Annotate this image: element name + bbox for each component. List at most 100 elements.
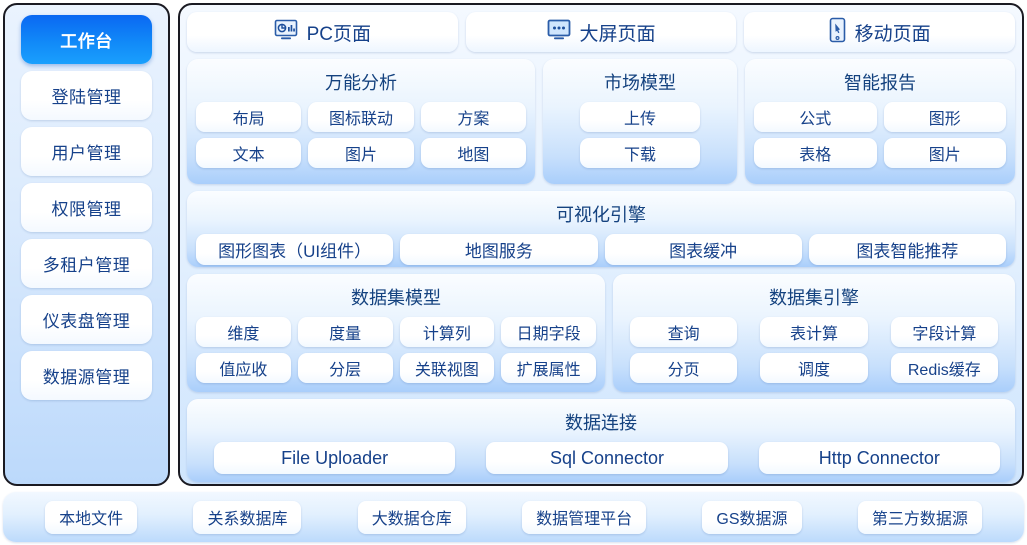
panel-items-row: 布局 图标联动 方案 xyxy=(196,102,526,132)
tab-label: PC页面 xyxy=(306,23,372,45)
panel-items-row: 图形图表（UI组件） 地图服务 图表缓冲 图表智能推荐 xyxy=(196,234,1006,265)
item-sql-connector[interactable]: Sql Connector xyxy=(486,442,728,474)
panel-title: 市场模型 xyxy=(604,73,676,93)
sidebar-item-label: 多租户管理 xyxy=(42,256,131,275)
item-map[interactable]: 地图 xyxy=(420,138,526,168)
panel-items: 布局 图标联动 方案 文本 图片 地图 xyxy=(196,102,526,168)
sidebar-item-datasource-management[interactable]: 数据源管理 xyxy=(21,351,152,400)
panel-items-row: 维度 度量 计算列 日期字段 xyxy=(196,317,596,347)
item-scheme[interactable]: 方案 xyxy=(420,102,526,132)
datasource-local-file[interactable]: 本地文件 xyxy=(45,500,138,534)
panel-items: File Uploader Sql Connector Http Connect… xyxy=(196,442,1006,474)
panel-market-model: 市场模型 上传 下载 xyxy=(543,59,737,184)
panel-items-row: 下载 xyxy=(552,138,728,168)
sidebar-item-label: 登陆管理 xyxy=(51,88,122,107)
panel-title: 可视化引擎 xyxy=(556,205,646,225)
dataset-row: 数据集模型 维度 度量 计算列 日期字段 值应收 分层 关联视图 扩展属性 xyxy=(187,274,1015,392)
item-extended-attribute[interactable]: 扩展属性 xyxy=(501,353,596,383)
sidebar-item-dashboard-management[interactable]: 仪表盘管理 xyxy=(21,295,152,344)
panel-items: 上传 下载 xyxy=(552,102,728,168)
panel-items-row: 查询 表计算 字段计算 xyxy=(622,317,1006,347)
large-screen-icon xyxy=(547,19,571,46)
datasource-bottom-bar: 本地文件 关系数据库 大数据仓库 数据管理平台 GS数据源 第三方数据源 xyxy=(3,492,1024,542)
datasource-data-management-platform[interactable]: 数据管理平台 xyxy=(522,500,647,534)
sidebar-item-label: 权限管理 xyxy=(51,200,122,219)
item-measure[interactable]: 度量 xyxy=(297,317,393,347)
item-chart-smart-recommendation[interactable]: 图表智能推荐 xyxy=(808,234,1006,265)
tab-label: 移动页面 xyxy=(854,23,931,45)
sidebar-item-label: 用户管理 xyxy=(51,144,122,163)
panel-smart-report: 智能报告 公式 图形 表格 图片 xyxy=(745,59,1015,184)
item-dimension[interactable]: 维度 xyxy=(196,317,291,347)
panel-title: 数据集模型 xyxy=(351,288,441,308)
panel-title: 数据集引擎 xyxy=(769,288,859,308)
panel-title: 智能报告 xyxy=(844,73,916,93)
panel-items-row: 公式 图形 xyxy=(754,102,1006,132)
datasource-relational-database[interactable]: 关系数据库 xyxy=(193,500,302,534)
device-tab-row: PC页面 大屏页面 xyxy=(187,12,1016,52)
panel-title: 数据连接 xyxy=(565,413,637,433)
tab-mobile-page[interactable]: 移动页面 xyxy=(744,12,1016,52)
panel-items: 查询 表计算 字段计算 分页 调度 Redis缓存 xyxy=(622,317,1006,383)
item-graphic[interactable]: 图形 xyxy=(883,102,1006,132)
item-charts-ui-components[interactable]: 图形图表（UI组件） xyxy=(196,234,394,265)
panel-items-row: 表格 图片 xyxy=(754,138,1006,168)
panel-items-row: 上传 xyxy=(552,102,728,132)
item-icon-linkage[interactable]: 图标联动 xyxy=(308,102,414,132)
panel-items: 维度 度量 计算列 日期字段 值应收 分层 关联视图 扩展属性 xyxy=(196,317,596,383)
item-hierarchy[interactable]: 分层 xyxy=(297,353,393,383)
item-pagination[interactable]: 分页 xyxy=(630,353,738,383)
item-layout[interactable]: 布局 xyxy=(196,102,302,132)
top-area: 工作台 登陆管理 用户管理 权限管理 多租户管理 仪表盘管理 数据源管理 xyxy=(3,3,1024,486)
item-upload[interactable]: 上传 xyxy=(580,102,700,132)
datasource-big-data-warehouse[interactable]: 大数据仓库 xyxy=(357,500,466,534)
sidebar-item-permission-management[interactable]: 权限管理 xyxy=(21,183,152,232)
item-value-receivable[interactable]: 值应收 xyxy=(196,353,291,383)
item-redis-cache[interactable]: Redis缓存 xyxy=(890,353,998,383)
main-content: PC页面 大屏页面 xyxy=(178,3,1024,486)
panel-items-row: 分页 调度 Redis缓存 xyxy=(622,353,1006,383)
datasource-third-party-datasource[interactable]: 第三方数据源 xyxy=(857,500,982,534)
item-query[interactable]: 查询 xyxy=(630,317,738,347)
item-table[interactable]: 表格 xyxy=(754,138,877,168)
sidebar-item-multi-tenant-management[interactable]: 多租户管理 xyxy=(21,239,152,288)
tab-label: 大屏页面 xyxy=(579,23,656,45)
panel-items-row: File Uploader Sql Connector Http Connect… xyxy=(196,442,1018,474)
sidebar-item-label: 工作台 xyxy=(60,32,113,51)
item-table-calculation[interactable]: 表计算 xyxy=(760,317,868,347)
item-field-calculation[interactable]: 字段计算 xyxy=(890,317,998,347)
item-formula[interactable]: 公式 xyxy=(754,102,877,132)
tab-large-screen-page[interactable]: 大屏页面 xyxy=(465,12,737,52)
sidebar: 工作台 登陆管理 用户管理 权限管理 多租户管理 仪表盘管理 数据源管理 xyxy=(3,3,170,486)
item-file-uploader[interactable]: File Uploader xyxy=(214,442,456,474)
item-scheduling[interactable]: 调度 xyxy=(760,353,868,383)
item-image[interactable]: 图片 xyxy=(883,138,1006,168)
sidebar-item-workbench[interactable]: 工作台 xyxy=(21,15,152,64)
item-calculated-column[interactable]: 计算列 xyxy=(399,317,495,347)
sidebar-item-login-management[interactable]: 登陆管理 xyxy=(21,71,152,120)
panel-items-row: 值应收 分层 关联视图 扩展属性 xyxy=(196,353,596,383)
item-date-field[interactable]: 日期字段 xyxy=(501,317,596,347)
panel-dataset-model: 数据集模型 维度 度量 计算列 日期字段 值应收 分层 关联视图 扩展属性 xyxy=(187,274,605,392)
visualization-engine-row: 可视化引擎 图形图表（UI组件） 地图服务 图表缓冲 图表智能推荐 xyxy=(187,191,1015,267)
item-image[interactable]: 图片 xyxy=(308,138,414,168)
sidebar-item-user-management[interactable]: 用户管理 xyxy=(21,127,152,176)
panel-items: 图形图表（UI组件） 地图服务 图表缓冲 图表智能推荐 xyxy=(196,234,1006,265)
tab-pc-page[interactable]: PC页面 xyxy=(187,12,458,52)
item-text[interactable]: 文本 xyxy=(196,138,302,168)
monitor-chart-icon xyxy=(274,19,298,46)
panel-universal-analysis: 万能分析 布局 图标联动 方案 文本 图片 地图 xyxy=(187,59,535,184)
item-http-connector[interactable]: Http Connector xyxy=(758,442,1000,474)
datasource-gs-datasource[interactable]: GS数据源 xyxy=(702,500,802,534)
panel-items-row: 文本 图片 地图 xyxy=(196,138,526,168)
item-download[interactable]: 下载 xyxy=(580,138,700,168)
item-associated-view[interactable]: 关联视图 xyxy=(399,353,495,383)
panel-items: 公式 图形 表格 图片 xyxy=(754,102,1006,168)
item-chart-buffer[interactable]: 图表缓冲 xyxy=(604,234,802,265)
sidebar-item-label: 仪表盘管理 xyxy=(42,312,131,331)
panel-visualization-engine: 可视化引擎 图形图表（UI组件） 地图服务 图表缓冲 图表智能推荐 xyxy=(187,191,1015,267)
item-map-service[interactable]: 地图服务 xyxy=(400,234,598,265)
panel-dataset-engine: 数据集引擎 查询 表计算 字段计算 分页 调度 Redis缓存 xyxy=(613,274,1015,392)
sidebar-item-label: 数据源管理 xyxy=(42,368,131,387)
